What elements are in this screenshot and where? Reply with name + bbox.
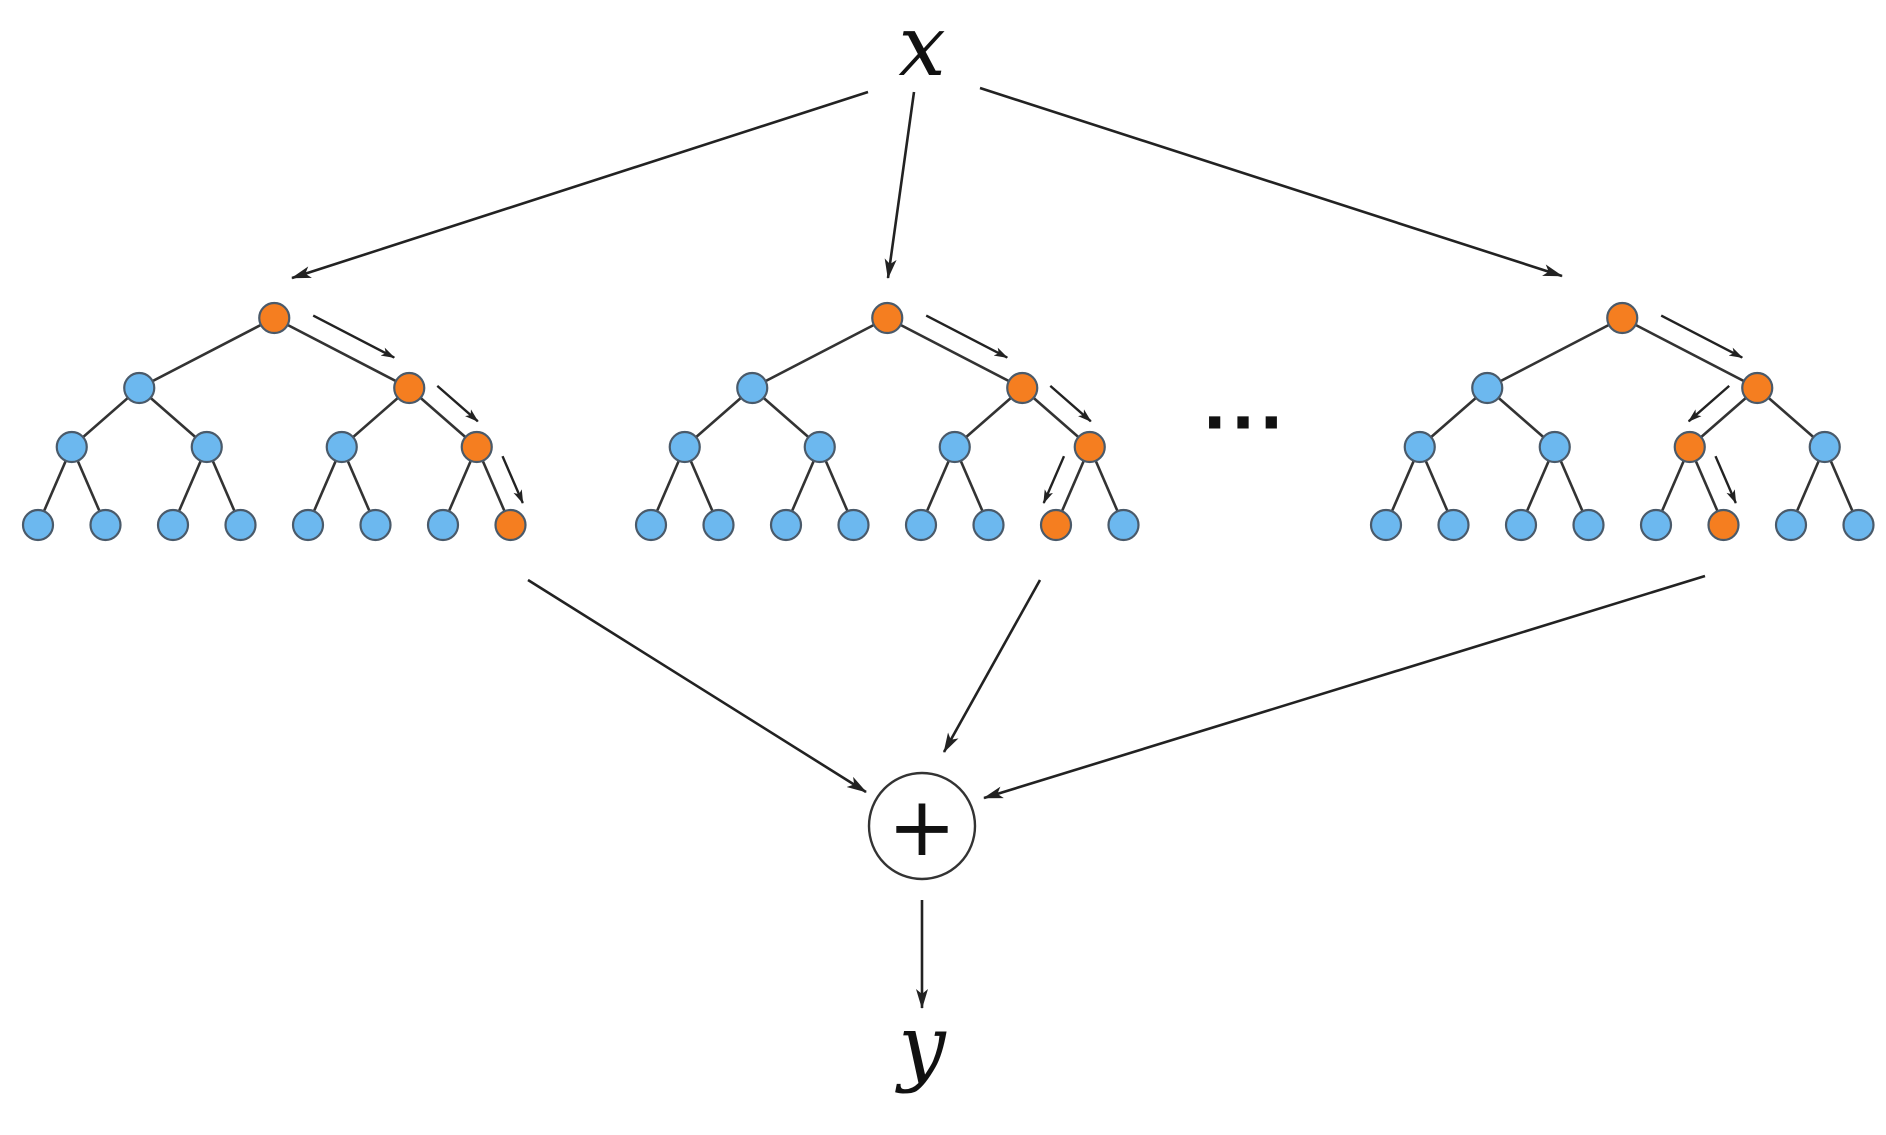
input-label: x <box>898 0 945 95</box>
path-node <box>1606 301 1639 335</box>
tree-node <box>1639 508 1673 542</box>
decision-path-arrow <box>1049 384 1092 423</box>
tree-node <box>1504 508 1538 542</box>
decision-path-arrow <box>1042 455 1066 504</box>
trees-layer <box>21 301 1875 542</box>
tree-node <box>736 371 769 405</box>
path-node <box>1673 430 1706 464</box>
tree-node <box>1403 430 1436 464</box>
tree-node <box>89 508 122 542</box>
decision-path-arrow <box>436 384 479 423</box>
sum-circle <box>867 771 977 881</box>
path-node <box>1741 371 1774 405</box>
tree-2-to-sum-arrow <box>942 579 1042 753</box>
decision-path-arrow <box>312 314 396 359</box>
tree-node <box>190 430 223 464</box>
tree-2 <box>634 301 1140 542</box>
path-node <box>494 508 527 542</box>
path-node <box>1073 430 1106 464</box>
tree-node <box>1107 508 1140 542</box>
decision-path-arrow <box>1660 314 1744 359</box>
path-node <box>1707 508 1740 542</box>
tree-node <box>426 508 460 542</box>
input-arrow-tree-2 <box>884 91 916 279</box>
tree-n-to-sum-arrow <box>983 574 1706 800</box>
tree-node <box>803 430 836 464</box>
path-node <box>393 371 426 405</box>
tree-node <box>837 508 870 542</box>
tree-edge <box>1486 316 1623 390</box>
tree-node <box>1572 508 1605 542</box>
tree-n <box>1369 301 1875 542</box>
tree-node <box>21 508 55 542</box>
tree-node <box>291 508 325 542</box>
ellipsis: ··· <box>1203 387 1288 461</box>
tree-node <box>702 508 735 542</box>
tree-node <box>1842 508 1875 542</box>
tree-edge <box>138 316 275 390</box>
tree-node <box>55 430 88 464</box>
tree-node <box>1437 508 1470 542</box>
tree-edge <box>273 316 410 390</box>
tree-edge <box>1621 316 1758 390</box>
tree-edge <box>751 316 888 390</box>
tree-node <box>1538 430 1571 464</box>
tree-node <box>325 430 358 464</box>
tree-1-to-sum-arrow <box>527 578 867 794</box>
tree-node <box>938 430 971 464</box>
tree-node <box>224 508 257 542</box>
tree-node <box>359 508 392 542</box>
input-arrow-tree-1 <box>291 90 869 280</box>
tree-node <box>1369 508 1403 542</box>
tree-node <box>1808 430 1841 464</box>
path-node <box>871 301 904 335</box>
sum-node: + <box>867 771 977 881</box>
path-node <box>460 430 493 464</box>
tree-node <box>156 508 190 542</box>
tree-node <box>1774 508 1808 542</box>
tree-node <box>972 508 1005 542</box>
tree-1 <box>21 301 527 542</box>
decision-path-arrow <box>1714 455 1737 504</box>
output-label: y <box>894 997 947 1095</box>
decision-path-arrow <box>501 455 524 504</box>
tree-node <box>634 508 668 542</box>
tree-edge <box>886 316 1023 390</box>
sum-symbol: + <box>888 780 957 875</box>
tree-node <box>769 508 803 542</box>
tree-node <box>123 371 156 405</box>
path-node <box>258 301 291 335</box>
tree-node <box>904 508 938 542</box>
decision-path-arrow <box>925 314 1009 359</box>
decision-path-arrow <box>1687 384 1730 423</box>
tree-node <box>668 430 701 464</box>
path-node <box>1006 371 1039 405</box>
tree-node <box>1471 371 1504 405</box>
input-arrow-tree-n <box>979 86 1563 278</box>
path-node <box>1039 508 1073 542</box>
